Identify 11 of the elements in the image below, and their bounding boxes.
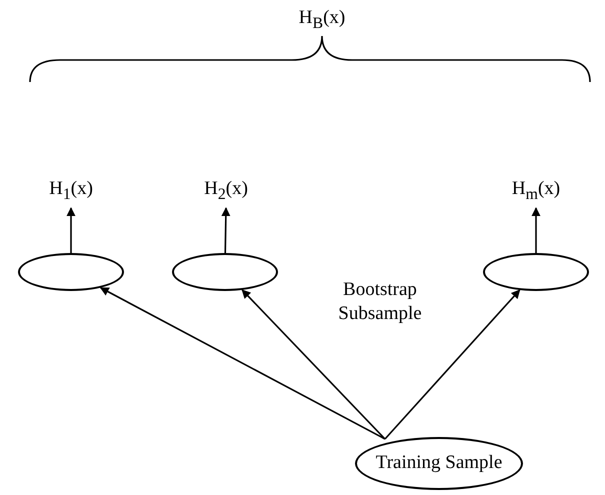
arrow bbox=[66, 207, 76, 253]
arrow bbox=[532, 207, 540, 253]
arrow bbox=[221, 207, 230, 254]
label: H$_{B}$(x) bbox=[298, 6, 346, 34]
arrow bbox=[384, 289, 520, 440]
arrow bbox=[242, 289, 386, 440]
node-label: H$_{2}$(x) bbox=[204, 178, 248, 204]
node-label: Training Sample bbox=[376, 453, 502, 474]
label: Bootstrap Subsample bbox=[337, 278, 423, 326]
node-label: H$_{m}$(x) bbox=[512, 178, 560, 204]
node-label: H$_{1}$(x) bbox=[49, 178, 93, 204]
